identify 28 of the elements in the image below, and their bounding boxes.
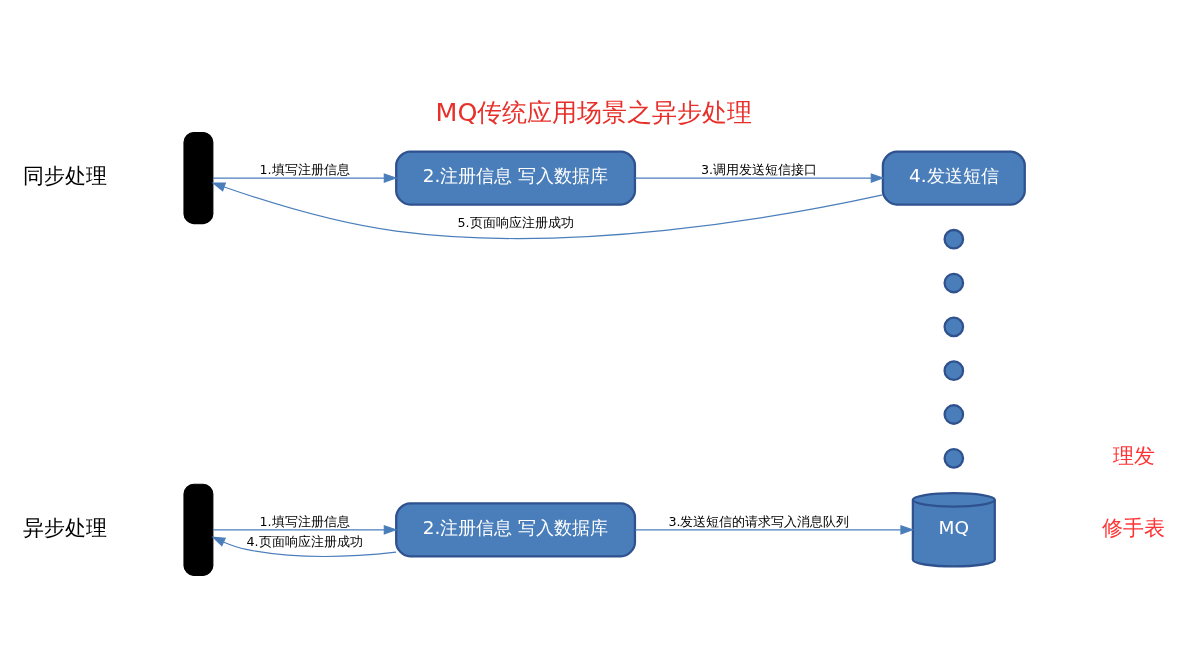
node-box: 2.注册信息 写入数据库	[395, 501, 637, 557]
arrow	[634, 524, 915, 535]
arrow	[211, 535, 397, 557]
edge-label: 1.填写注册信息	[259, 161, 350, 177]
label: 修手表	[1102, 515, 1166, 540]
arrow	[212, 172, 398, 183]
edge-label: 1.填写注册信息	[259, 513, 350, 529]
edge-label: 5.页面响应注册成功	[457, 214, 574, 230]
label: 理发	[1112, 443, 1155, 468]
node-circle	[943, 447, 965, 469]
node-circle	[943, 272, 965, 293]
arrow	[211, 182, 884, 239]
arrow	[634, 172, 885, 183]
node-circle	[943, 315, 965, 337]
node-person	[183, 131, 214, 224]
edge-label: 3.发送短信的请求写入消息队列	[668, 513, 850, 529]
label: 异步处理	[22, 515, 107, 540]
node-circle	[943, 228, 965, 250]
node-circle	[943, 403, 965, 425]
arrow	[212, 524, 398, 535]
node-box: 2.注册信息 写入数据库	[395, 149, 637, 206]
node-person	[183, 483, 214, 576]
edge-label: 4.页面响应注册成功	[246, 533, 363, 549]
node-box: 4.发送短信	[881, 149, 1026, 206]
diagram-title: MQ传统应用场景之异步处理	[435, 96, 753, 127]
label: 同步处理	[22, 163, 107, 188]
edge-label: 3.调用发送短信接口	[700, 161, 817, 177]
node-circle	[943, 359, 965, 381]
